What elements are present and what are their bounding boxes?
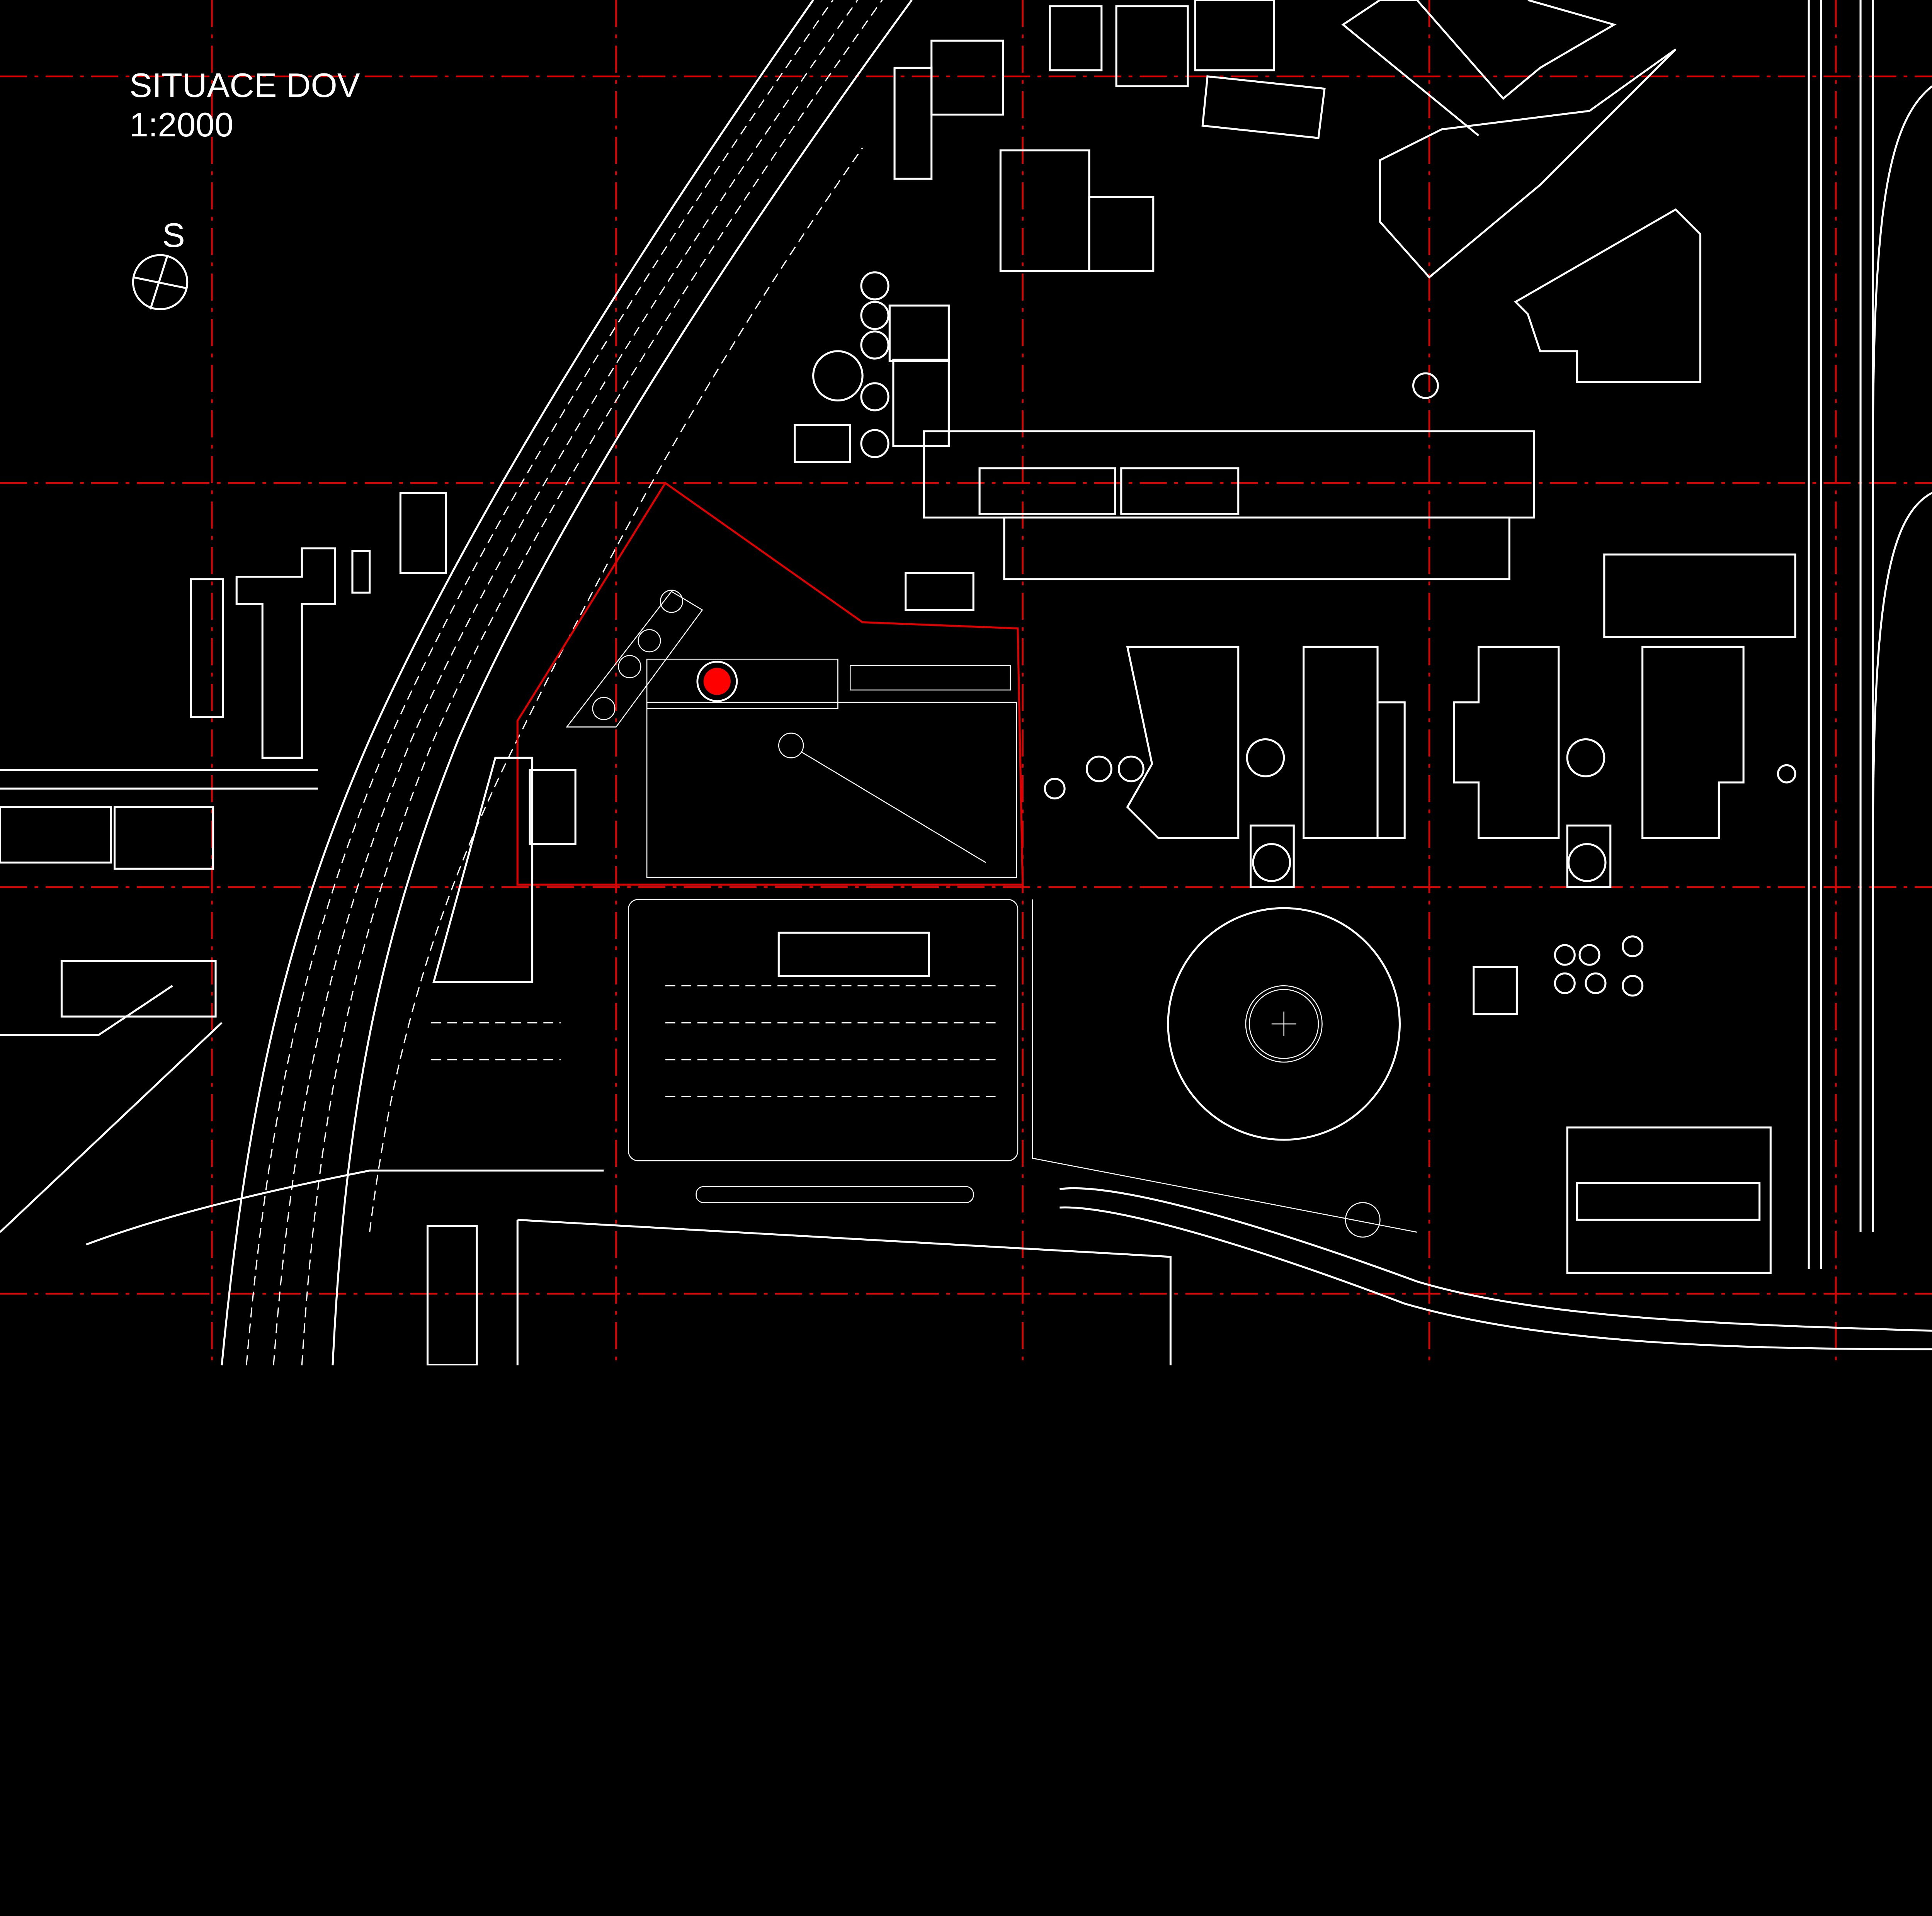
parking	[431, 899, 1019, 1203]
railway-tracks	[221, 0, 913, 1365]
grid-axes	[0, 0, 1932, 1365]
site-boundary	[516, 481, 1024, 886]
north-arrow-label: S	[162, 216, 185, 255]
site-area	[566, 590, 1017, 878]
north-arrow-icon	[132, 254, 189, 311]
drawing-scale: 1:2000	[129, 105, 234, 144]
buildings	[0, 0, 1796, 1365]
drawing-sheet: SITUACE DOV 1:2000 S	[0, 0, 1932, 1365]
drawing-title: SITUACE DOV	[129, 66, 360, 104]
circular-structure	[1032, 899, 1417, 1238]
site-plan	[0, 0, 1932, 1365]
tanks	[812, 271, 1796, 997]
site-marker	[696, 661, 738, 702]
roads	[0, 0, 1932, 1350]
